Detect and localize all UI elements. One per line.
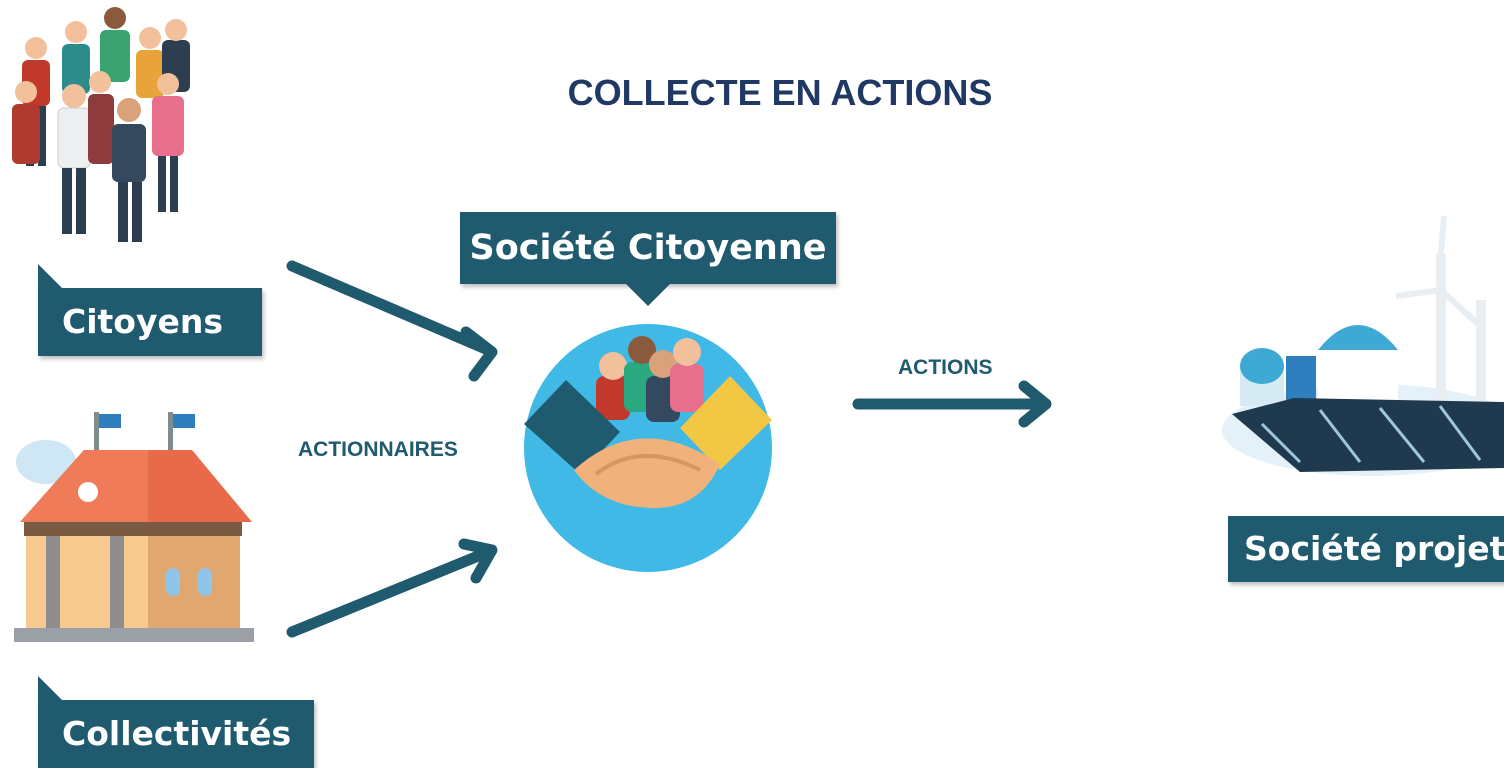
handshake-group-icon bbox=[524, 324, 772, 572]
node-collectivites-label: Collectivités bbox=[62, 714, 292, 753]
node-societe-projet-label: Société projet bbox=[1244, 529, 1504, 568]
arrows bbox=[286, 260, 1052, 638]
node-societe-projet: Société projet bbox=[1228, 516, 1504, 582]
node-citoyens: Citoyens bbox=[38, 264, 262, 356]
arrow-collectivites-head bbox=[458, 538, 498, 584]
arrow-actions-head bbox=[1018, 380, 1052, 428]
node-societe-citoyenne-label: Société Citoyenne bbox=[469, 228, 827, 268]
town-hall-icon bbox=[14, 412, 254, 642]
edge-label-actions: ACTIONS bbox=[898, 356, 993, 379]
diagram-title: COLLECTE EN ACTIONS bbox=[567, 72, 993, 113]
arrow-citoyens bbox=[286, 260, 494, 356]
people-crowd-icon bbox=[12, 7, 190, 242]
energy-plant-icon bbox=[1222, 215, 1504, 476]
arrow-citoyens-head bbox=[460, 326, 498, 382]
arrow-collectivites bbox=[286, 546, 494, 638]
node-citoyens-label: Citoyens bbox=[62, 302, 224, 341]
node-collectivites: Collectivités bbox=[38, 676, 314, 768]
node-societe-citoyenne: Société Citoyenne bbox=[460, 212, 836, 306]
edge-label-actionnaires: ACTIONNAIRES bbox=[298, 438, 458, 461]
